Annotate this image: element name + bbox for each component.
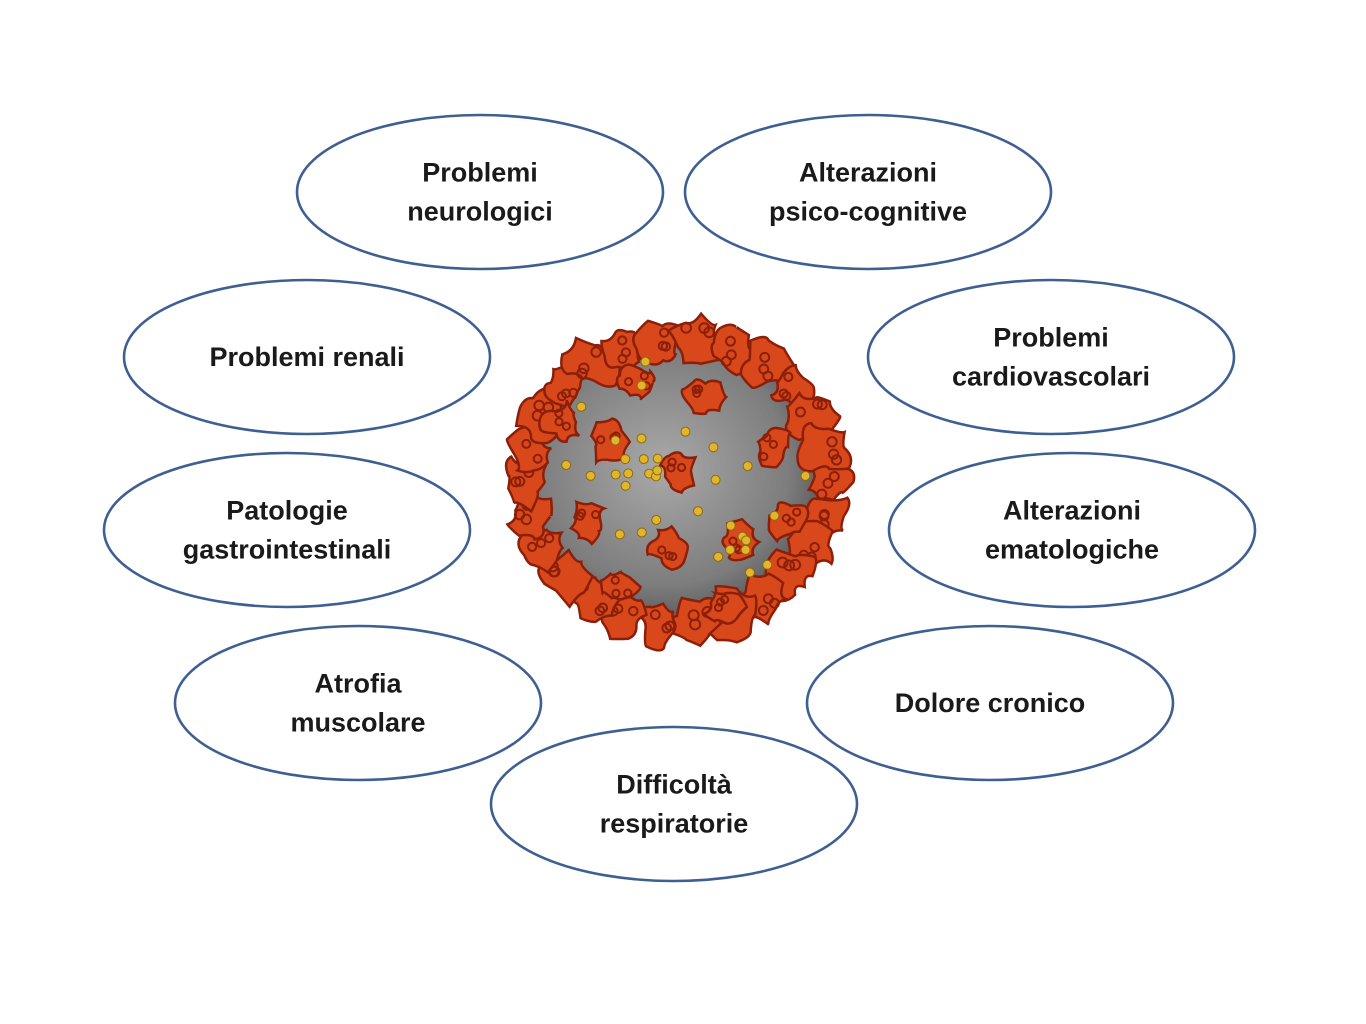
node-ellipse: [122, 278, 492, 436]
spike-protein: [645, 524, 690, 571]
membrane-dot: [576, 401, 587, 412]
node-ellipse: [866, 278, 1236, 436]
spike-protein: [767, 501, 810, 544]
node-label: neurologici: [407, 197, 553, 227]
membrane-dot: [585, 470, 596, 481]
membrane-dot: [636, 527, 647, 538]
membrane-dot: [741, 535, 752, 546]
node-ellipse: [102, 451, 472, 609]
membrane-dot: [623, 468, 634, 479]
node-label: Problemi renali: [209, 342, 404, 372]
membrane-dot: [744, 567, 755, 578]
node-gastro: Patologie gastrointestinali: [102, 451, 472, 609]
node-respir: Difficoltà respiratorie: [489, 725, 859, 883]
node-label: ematologiche: [985, 535, 1159, 565]
membrane-dot: [769, 510, 780, 521]
spike-protein: [703, 591, 749, 625]
membrane-dot: [610, 469, 621, 480]
membrane-dot: [652, 453, 663, 464]
membrane-dot: [561, 459, 572, 470]
node-atrofia: Atrofia muscolare: [173, 624, 543, 782]
membrane-dot: [725, 520, 736, 531]
node-label: Alterazioni: [1003, 496, 1141, 526]
membrane-dot: [680, 426, 691, 437]
membrane-dot: [651, 514, 662, 525]
membrane-dot: [638, 454, 649, 465]
node-renali: Problemi renali: [122, 278, 492, 436]
spike-protein: [796, 421, 853, 473]
node-label: Atrofia: [315, 669, 403, 699]
node-psico: Alterazioni psico-cognitive: [683, 113, 1053, 271]
node-ellipse: [683, 113, 1053, 271]
node-label: Problemi: [993, 323, 1109, 353]
node-emato: Alterazioni ematologiche: [887, 451, 1257, 609]
membrane-dot: [693, 506, 704, 517]
spike-protein: [658, 451, 698, 495]
node-neuro: Problemi neurologici: [295, 113, 665, 271]
membrane-dot: [614, 529, 625, 540]
membrane-dot: [762, 559, 773, 570]
node-ellipse: [805, 624, 1175, 782]
node-label: respiratorie: [600, 809, 749, 839]
node-label: gastrointestinali: [183, 535, 392, 565]
node-label: Dolore cronico: [895, 688, 1086, 718]
membrane-dot: [640, 356, 651, 367]
node-dolore: Dolore cronico: [805, 624, 1175, 782]
spike-protein: [538, 399, 581, 443]
membrane-dot: [742, 461, 753, 472]
node-label: psico-cognitive: [769, 197, 967, 227]
node-label: Problemi: [422, 158, 538, 188]
membrane-dot: [740, 544, 751, 555]
membrane-dot: [710, 474, 721, 485]
spike-protein: [632, 319, 681, 366]
spike-protein: [666, 311, 723, 366]
spike-protein: [517, 527, 565, 575]
spike-protein: [568, 499, 609, 546]
membrane-dot: [713, 551, 724, 562]
coronavirus-icon: [504, 311, 856, 652]
spike-protein: [615, 363, 656, 401]
node-cardio: Problemi cardiovascolari: [866, 278, 1236, 436]
spike-protein: [680, 378, 729, 416]
node-ellipse: [173, 624, 543, 782]
node-ellipse: [489, 725, 859, 883]
spike-protein: [599, 569, 642, 601]
membrane-dot: [725, 544, 736, 555]
node-label: Alterazioni: [799, 158, 937, 188]
membrane-dot: [636, 380, 647, 391]
node-ellipse: [295, 113, 665, 271]
node-label: Difficoltà: [616, 770, 732, 800]
membrane-dot: [636, 433, 647, 444]
node-ellipse: [887, 451, 1257, 609]
membrane-dot: [610, 435, 621, 446]
node-label: cardiovascolari: [952, 362, 1150, 392]
node-label: muscolare: [290, 708, 425, 738]
membrane-dot: [652, 465, 663, 476]
membrane-dot: [620, 454, 631, 465]
node-label: Patologie: [226, 496, 348, 526]
membrane-dot: [800, 470, 811, 481]
spike-protein: [710, 323, 756, 377]
membrane-dot: [708, 442, 719, 453]
spike-protein: [756, 426, 793, 469]
membrane-dot: [620, 480, 631, 491]
